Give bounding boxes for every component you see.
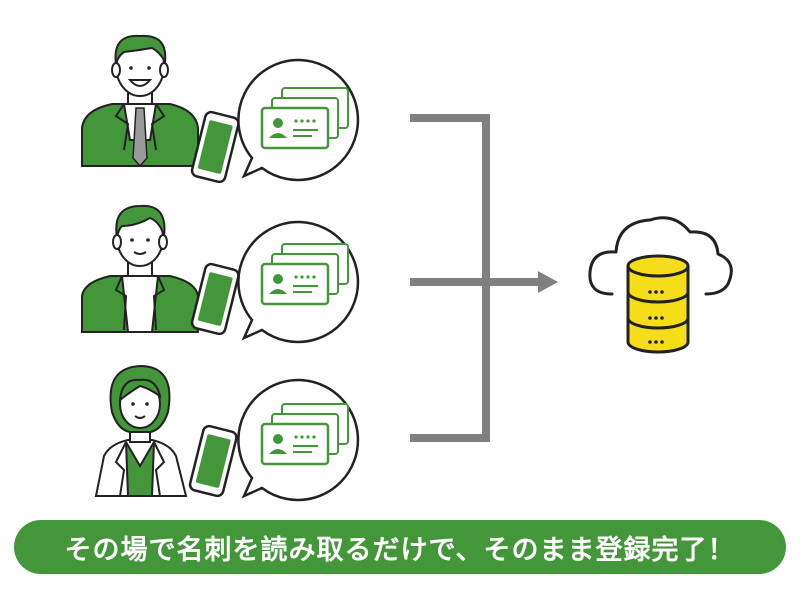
person-2 bbox=[81, 204, 360, 344]
caption-text: その場で名刺を読み取るだけで、そのまま登録完了！ bbox=[64, 534, 736, 566]
person-icon bbox=[94, 364, 188, 497]
smartphone-icon bbox=[188, 424, 238, 498]
cloud-database bbox=[588, 216, 733, 354]
cloud-icon bbox=[588, 216, 733, 296]
person-icon bbox=[81, 34, 199, 168]
connector bbox=[410, 114, 558, 442]
business-card-icon bbox=[260, 87, 349, 150]
smartphone-icon bbox=[190, 262, 240, 336]
business-card-icon bbox=[260, 403, 349, 466]
person-3 bbox=[94, 364, 360, 502]
person-1 bbox=[81, 34, 360, 184]
database-icon bbox=[626, 254, 690, 354]
smartphone-icon bbox=[190, 110, 240, 184]
arrow-right-icon bbox=[538, 271, 558, 293]
business-card-icon bbox=[260, 243, 349, 306]
caption-banner: その場で名刺を読み取るだけで、そのまま登録完了！ bbox=[14, 520, 786, 574]
person-icon bbox=[81, 204, 199, 333]
